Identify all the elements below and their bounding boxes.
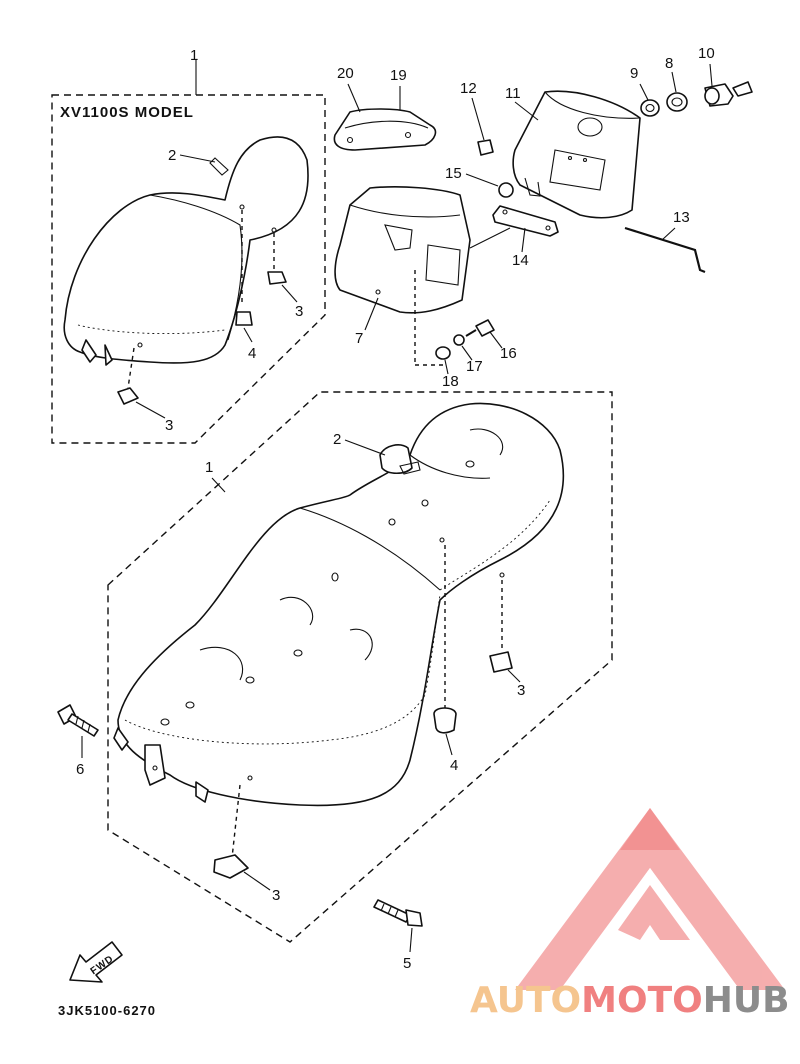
part-tail-box-7 [334,186,471,366]
callout-12: 12 [460,80,477,97]
part-clip-3-right [489,651,513,673]
inset-seat [63,136,309,405]
part-nut-15 [498,182,514,198]
part-cover-11 [512,90,641,219]
inset-model-label: XV1100S MODEL [60,104,194,121]
callout-15: 15 [445,165,462,182]
watermark-brand-auto: AUTO [470,980,581,1021]
part-bolt-6 [57,704,99,737]
callout-2-main: 2 [333,431,341,448]
part-plate-14 [492,205,559,237]
callout-4-inset: 4 [248,345,256,362]
part-fasteners-16-17-18 [435,319,495,360]
watermark-brand-hub: HUB [703,980,790,1021]
callout-3-main-a: 3 [517,682,525,699]
callout-7: 7 [355,330,363,347]
callout-1-inset: 1 [190,47,198,64]
part-number-code: 3JK5100-6270 [58,1003,156,1018]
callout-8: 8 [665,55,673,72]
callout-17: 17 [466,358,483,375]
callout-9: 9 [630,65,638,82]
callout-2-inset: 2 [168,147,176,164]
callout-20: 20 [337,65,354,82]
callout-3-inset-a: 3 [295,303,303,320]
part-12 [477,139,494,156]
watermark-brand-moto: MOTO [581,980,703,1021]
part-clip-3-bottom [213,854,249,879]
callout-3-inset-b: 3 [165,417,173,434]
main-seat [113,402,565,859]
callout-19: 19 [390,67,407,84]
callout-13: 13 [673,209,690,226]
callout-14: 14 [512,252,529,269]
watermark-brand: AUTOMOTOHUB [470,980,790,1021]
callout-10: 10 [698,45,715,62]
callout-5: 5 [403,955,411,972]
callout-16: 16 [500,345,517,362]
callout-3-main-b: 3 [272,887,280,904]
main-frame [107,391,613,943]
inset-frame [51,60,326,444]
part-bracket-19-20 [333,108,437,151]
fwd-arrow-icon: FWD [69,941,123,983]
callout-6: 6 [76,761,84,778]
automotohub-logo [515,808,785,990]
part-damper-4 [433,707,457,734]
part-bolt-5 [373,899,423,927]
callout-18: 18 [442,373,459,390]
callout-11: 11 [505,85,521,102]
callout-4-main: 4 [450,757,458,774]
callout-1-main: 1 [205,459,213,476]
part-rod-13 [624,226,706,274]
part-lock-8-9-10 [640,81,753,117]
